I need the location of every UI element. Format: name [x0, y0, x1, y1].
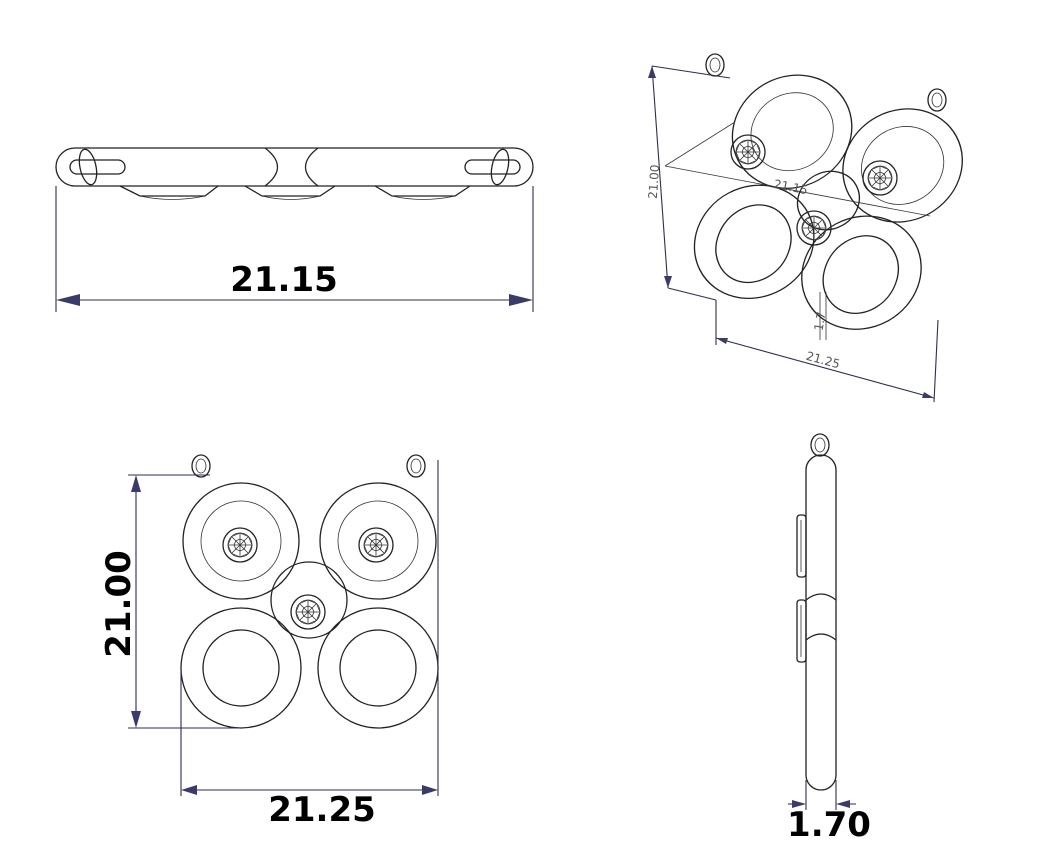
front-bail-ring-left-icon	[191, 454, 211, 478]
iso-depth-label: 21.15	[773, 177, 809, 197]
front-height-label: 21.00	[99, 550, 139, 658]
front-bail-ring-right-icon	[406, 454, 426, 478]
side-view: 1.70	[787, 433, 871, 845]
front-view-gems	[191, 454, 426, 630]
side-thickness-label: 1.70	[787, 805, 871, 845]
front-view-height-dimension: 21.00	[99, 474, 240, 729]
front-width-label: 21.25	[268, 790, 376, 830]
side-bail-ring-icon	[810, 433, 830, 457]
isometric-view: 21.00 21.15 21.25 1.7	[646, 53, 963, 403]
front-view-body	[180, 482, 439, 729]
iso-gem-right-icon	[862, 160, 898, 196]
front-view: 21.00 21.25	[99, 454, 439, 830]
front-gem-center-icon	[290, 594, 326, 630]
side-view-body	[796, 433, 837, 791]
top-view-width-dimension: 21.15	[55, 186, 534, 312]
top-view-body	[55, 147, 534, 200]
iso-thickness-label: 1.7	[812, 311, 829, 332]
iso-bail-ring-left-icon	[705, 53, 725, 77]
iso-bail-ring-right-icon	[927, 88, 947, 112]
iso-dimensions: 21.00 21.15 21.25 1.7	[646, 65, 939, 403]
front-gem-left-icon	[222, 527, 258, 563]
iso-gem-left-icon	[730, 134, 766, 170]
top-view: 21.15	[55, 147, 534, 312]
iso-gem-center-icon	[796, 210, 832, 246]
front-view-width-dimension: 21.25	[180, 460, 439, 830]
iso-height-label: 21.00	[646, 164, 662, 199]
iso-body	[693, 74, 963, 330]
front-gem-right-icon	[358, 527, 394, 563]
top-view-width-label: 21.15	[230, 260, 338, 300]
side-view-thickness-dimension: 1.70	[787, 780, 871, 845]
